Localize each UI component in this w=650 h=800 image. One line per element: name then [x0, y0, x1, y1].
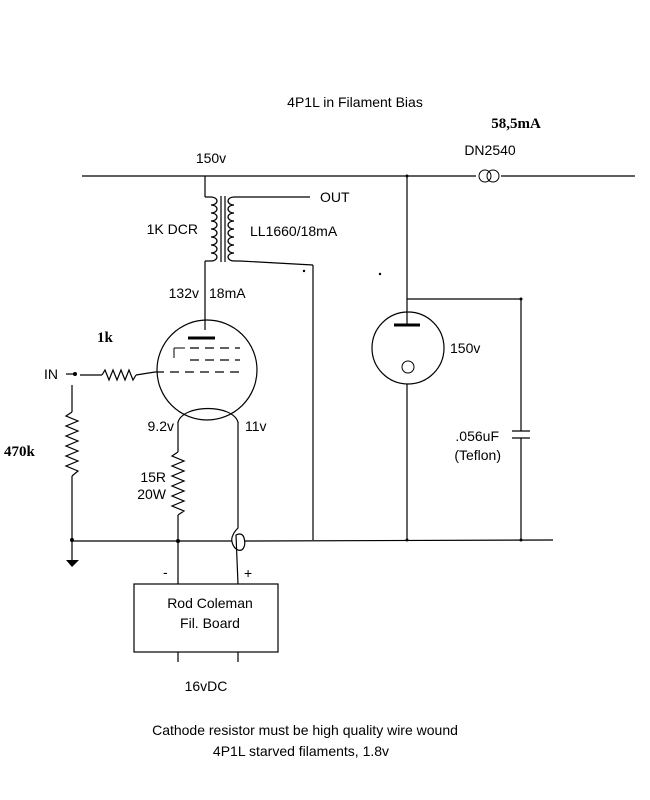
- output-transformer: [204, 176, 314, 540]
- bypass-capacitor: [512, 299, 530, 540]
- total-current-label: 58,5mA: [491, 116, 541, 132]
- grid-leak-resistor: [64, 411, 80, 477]
- cathode-junction: [176, 539, 180, 543]
- ccs-symbol: [478, 169, 500, 183]
- cap-value-label: .056uF: [455, 428, 499, 444]
- filament-left-voltage: 9.2v: [148, 418, 174, 434]
- cap-type-label: (Teflon): [454, 447, 501, 463]
- output-label: OUT: [320, 189, 350, 205]
- rail-junction: [405, 174, 409, 178]
- fil-minus-sign: -: [163, 564, 168, 580]
- grid-leak-label: 470k: [4, 444, 36, 460]
- tube-4p1l: [155, 319, 258, 426]
- input-label: IN: [44, 366, 58, 382]
- fil-plus-sign: +: [244, 565, 252, 581]
- stray-dot: [378, 272, 382, 276]
- vr-tube-label: 150v: [450, 340, 480, 356]
- fil-supply-label: 16vDC: [185, 678, 228, 694]
- note-line-1: Cathode resistor must be high quality wi…: [152, 722, 458, 738]
- vr-ground-junction: [405, 538, 409, 542]
- note-line-2: 4P1L starved filaments, 1.8v: [213, 743, 389, 759]
- stray-dot: [302, 269, 306, 273]
- transformer-dcr-label: 1K DCR: [147, 221, 198, 237]
- supply-voltage-label: 150v: [196, 150, 226, 166]
- ground-symbol: [66, 538, 79, 567]
- filament-right-voltage: 11v: [245, 418, 267, 434]
- fil-board-line2: Fil. Board: [180, 615, 240, 631]
- plate-voltage-label: 132v: [169, 285, 199, 301]
- transformer-model-label: LL1660/18mA: [250, 223, 338, 239]
- grid-resistor-label: 1k: [97, 330, 114, 346]
- filament-board: [133, 583, 279, 653]
- filament-plus-wire: [231, 426, 246, 585]
- vr-tube: [371, 311, 445, 385]
- grid-stopper-resistor: [66, 368, 156, 382]
- cap-ground-junction: [519, 538, 523, 542]
- plate-current-label: 18mA: [209, 285, 246, 301]
- fil-board-line1: Rod Coleman: [167, 595, 253, 611]
- cathode-resistor: [170, 451, 186, 516]
- cathode-resistor-power: 20W: [137, 486, 167, 502]
- ccs-label: DN2540: [464, 142, 516, 158]
- ground-rail-right: [243, 539, 554, 542]
- cathode-resistor-value: 15R: [140, 469, 166, 485]
- diagram-title: 4P1L in Filament Bias: [287, 94, 423, 110]
